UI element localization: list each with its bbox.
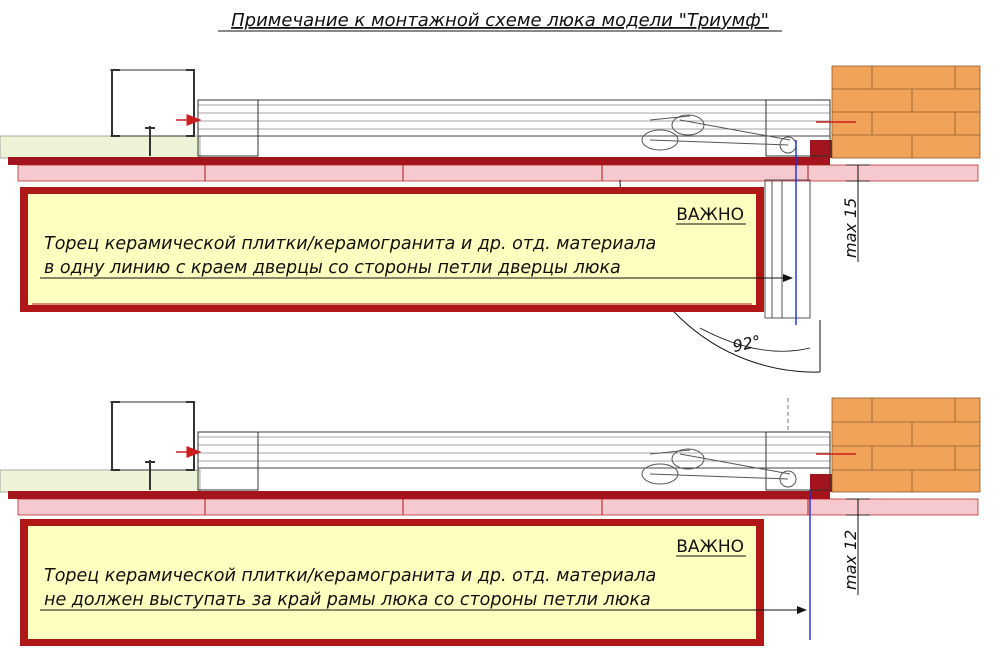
- top-assembly: 92° max 15: [0, 65, 981, 373]
- note-line2-bottom: не должен выступать за край рамы люка со…: [44, 590, 651, 610]
- brick-wall: [831, 397, 981, 493]
- dimension-label-top: max 15: [841, 198, 860, 258]
- hinge-mechanism: [641, 114, 797, 154]
- base-layer: [8, 157, 830, 165]
- screw: [145, 126, 155, 156]
- note-line1-bottom: Торец керамической плитки/керамогранита …: [44, 566, 656, 586]
- hinge-mechanism: [641, 448, 797, 488]
- dimension-label-bottom: max 12: [841, 530, 860, 590]
- hatch-frame: [197, 431, 831, 469]
- tile-layer: [17, 498, 979, 516]
- metal-profile: [111, 69, 195, 137]
- note-line1-top: Торец керамической плитки/керамогранита …: [44, 234, 656, 254]
- tile-layer: [17, 164, 979, 182]
- note-line2-top: в одну линию с краем дверцы со стороны п…: [44, 258, 621, 278]
- drywall-layer: [0, 135, 201, 159]
- drywall-layer: [0, 469, 201, 493]
- angle-label: 92°: [731, 331, 763, 355]
- metal-profile: [111, 401, 195, 471]
- note-box-top: ВАЖНО Торец керамической плитки/керамогр…: [20, 187, 793, 312]
- important-label-top: ВАЖНО: [676, 205, 744, 225]
- screw: [145, 460, 155, 490]
- opened-door: [764, 179, 811, 319]
- brick-wall: [831, 65, 981, 159]
- diagram-title: Примечание к монтажной схеме люка модели…: [231, 10, 769, 31]
- base-layer: [8, 491, 830, 499]
- note-box-bottom: ВАЖНО Торец керамической плитки/керамогр…: [20, 519, 807, 646]
- hatch-frame: [197, 99, 831, 137]
- important-label-bottom: ВАЖНО: [676, 537, 744, 557]
- bottom-assembly: max 12: [0, 397, 981, 640]
